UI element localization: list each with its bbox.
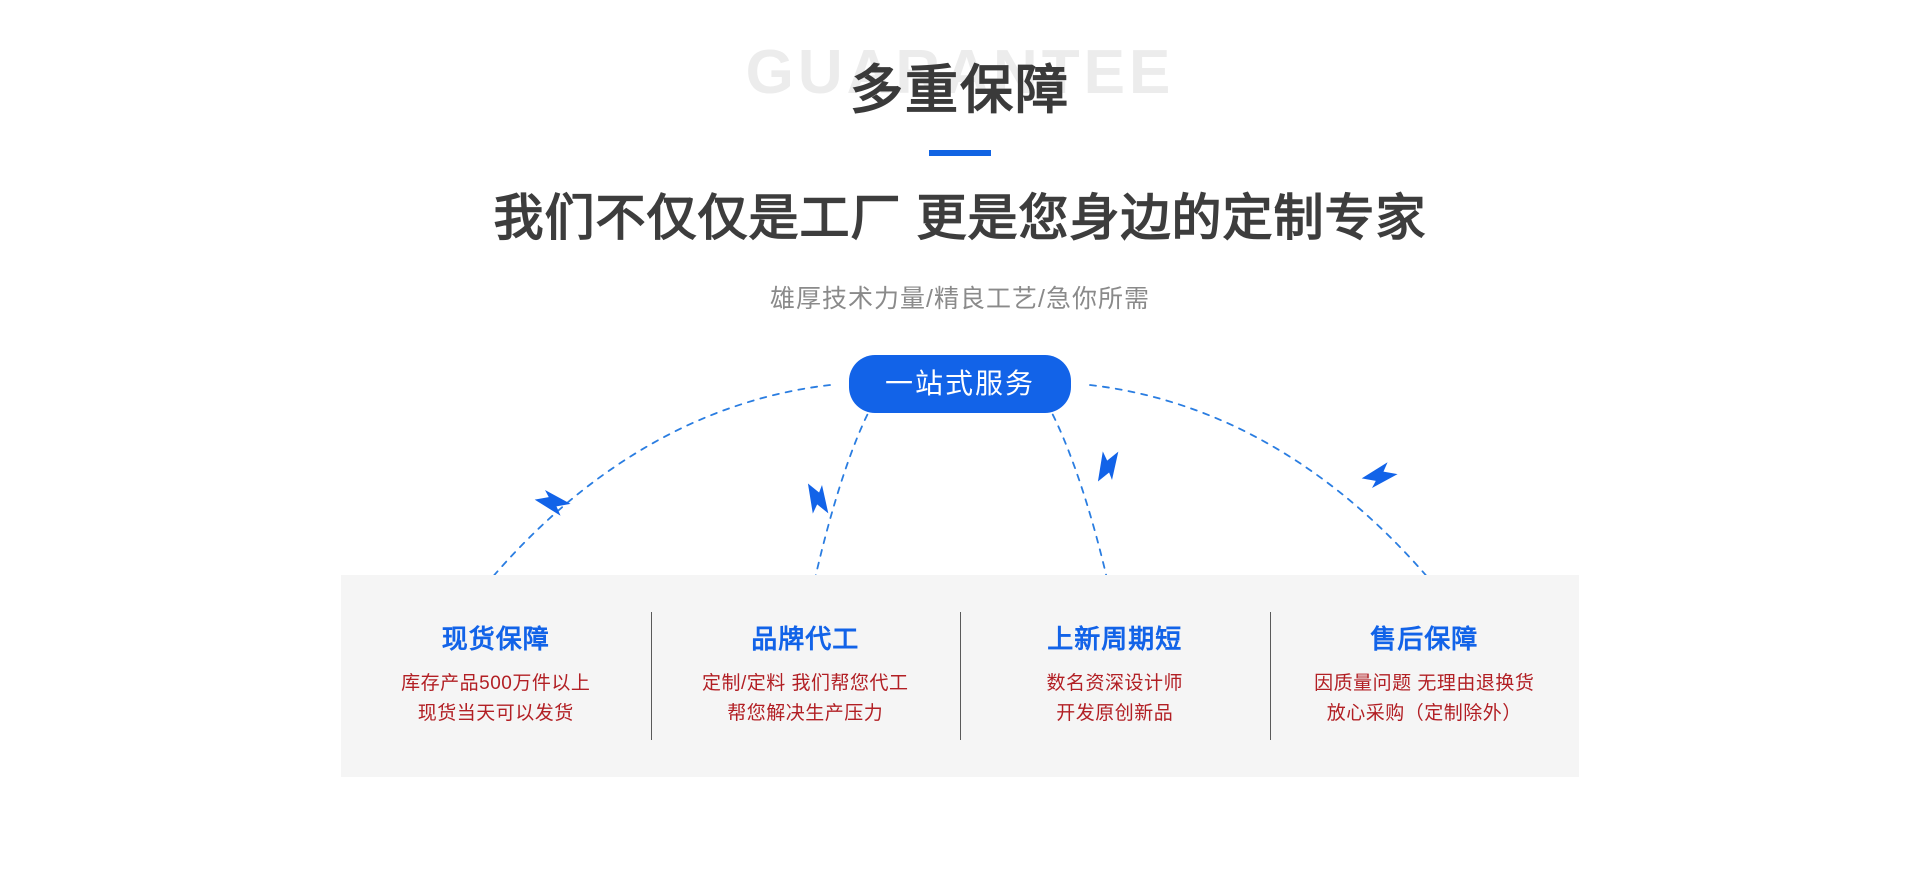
feature-card-line: 库存产品500万件以上 [401,673,591,695]
header-section: GUARANTEE 多重保障 我们不仅仅是工厂 更是您身边的定制专家 雄厚技术力… [0,0,1920,340]
feature-card-2[interactable]: 品牌代工 定制/定料 我们帮您代工 帮您解决生产压力 [651,624,961,728]
headline-text: 我们不仅仅是工厂 更是您身边的定制专家 [493,190,1427,246]
arrow-head-1 [534,490,571,516]
arrow-head-4 [1361,462,1398,488]
feature-panel: 现货保障 库存产品500万件以上 现货当天可以发货 品牌代工 定制/定料 我们帮… [341,575,1579,777]
connector-curve-1 [479,384,831,593]
one-stop-service-badge[interactable]: 一站式服务 [848,355,1072,413]
connector-curve-4 [1089,384,1441,593]
feature-card-line: 放心采购（定制除外） [1326,702,1522,724]
page-title: 多重保障 [850,61,1070,120]
title-underline-accent [929,150,991,156]
feature-card-line: 开发原创新品 [1056,702,1174,724]
subheadline-text: 雄厚技术力量/精良工艺/急你所需 [770,285,1150,313]
feature-card-4[interactable]: 售后保障 因质量问题 无理由退换货 放心采购（定制除外） [1270,624,1580,728]
arrow-head-3 [1097,451,1119,482]
feature-card-title: 售后保障 [1370,623,1479,654]
feature-card-line: 帮您解决生产压力 [727,702,884,724]
feature-card-line: 定制/定料 我们帮您代工 [701,673,909,695]
watermark-text: GUARANTEE [745,38,1175,107]
connector-curve-3 [1039,391,1111,593]
feature-card-1[interactable]: 现货保障 库存产品500万件以上 现货当天可以发货 [341,624,651,728]
feature-card-line: 现货当天可以发货 [417,702,574,724]
feature-card-title: 现货保障 [441,623,550,654]
feature-card-line: 数名资深设计师 [1046,673,1183,695]
feature-card-title: 品牌代工 [751,623,860,654]
arrow-head-2 [807,483,829,514]
connector-curve-2 [811,391,881,593]
feature-card-title: 上新周期短 [1047,623,1183,654]
feature-card-line: 因质量问题 无理由退换货 [1314,673,1535,695]
feature-card-3[interactable]: 上新周期短 数名资深设计师 开发原创新品 [960,624,1270,728]
